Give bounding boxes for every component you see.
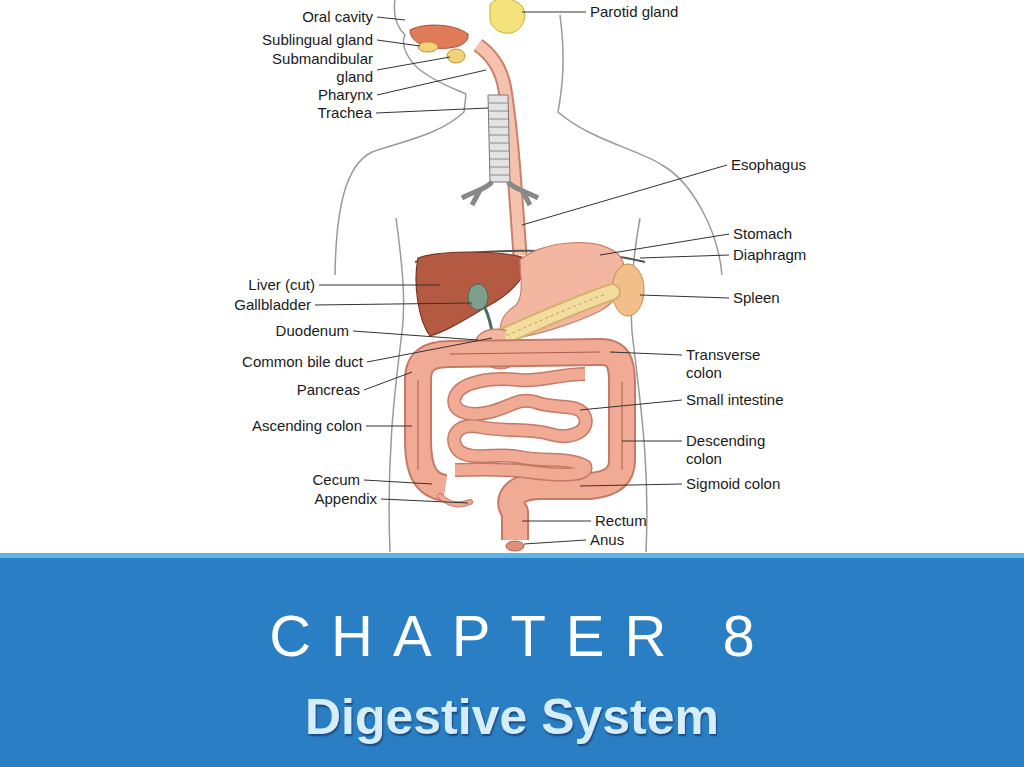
body-outline [335, 0, 722, 552]
organ-label: Descending colon [686, 432, 778, 468]
small-intestine-inner [454, 374, 586, 474]
large-intestine-inner [418, 352, 622, 540]
esophagus-inner [478, 45, 520, 255]
organ-label: Esophagus [731, 156, 806, 174]
gallbladder [468, 284, 488, 310]
organ-label: Sigmoid colon [686, 475, 780, 493]
organ-label: Submandibular gland [261, 50, 373, 86]
pancreas-inner [490, 292, 612, 342]
leader-lines [315, 12, 729, 544]
organ-label: Pharynx [318, 86, 373, 104]
parotid-gland [490, 0, 525, 33]
organ-label: Diaphragm [733, 246, 806, 264]
large-intestine [418, 352, 622, 540]
organ-label: Oral cavity [302, 8, 373, 26]
trachea [462, 95, 538, 205]
chapter-heading: CHAPTER 8 [0, 603, 1024, 670]
small-intestine [454, 374, 586, 474]
organ-label: Duodenum [276, 322, 349, 340]
submandibular-gland [447, 49, 465, 63]
organ-label: Transverse colon [686, 346, 778, 382]
organ-label: Liver (cut) [248, 276, 315, 294]
organ-label: Stomach [733, 225, 792, 243]
title-band: CHAPTER 8 Digestive System [0, 553, 1024, 767]
organ-label: Ascending colon [252, 417, 362, 435]
organ-label: Spleen [733, 289, 780, 307]
organ-label: Trachea [318, 104, 372, 122]
pancreas [490, 292, 612, 342]
sublingual-gland [418, 42, 438, 52]
organ-label: Small intestine [686, 391, 784, 409]
chapter-title: Digestive System [0, 689, 1024, 747]
organ-label: Rectum [595, 512, 647, 530]
organ-label: Anus [590, 531, 624, 549]
organ-label: Gallbladder [234, 296, 311, 314]
organ-label: Sublingual gland [262, 31, 373, 49]
pancreatic-duct [496, 294, 606, 340]
organ-label: Parotid gland [590, 3, 678, 21]
organ-label: Common bile duct [242, 353, 363, 371]
anus [506, 541, 524, 551]
organ-label: Appendix [314, 490, 377, 508]
organ-label: Pancreas [297, 381, 360, 399]
esophagus [478, 45, 520, 255]
organ-label: Cecum [312, 471, 360, 489]
